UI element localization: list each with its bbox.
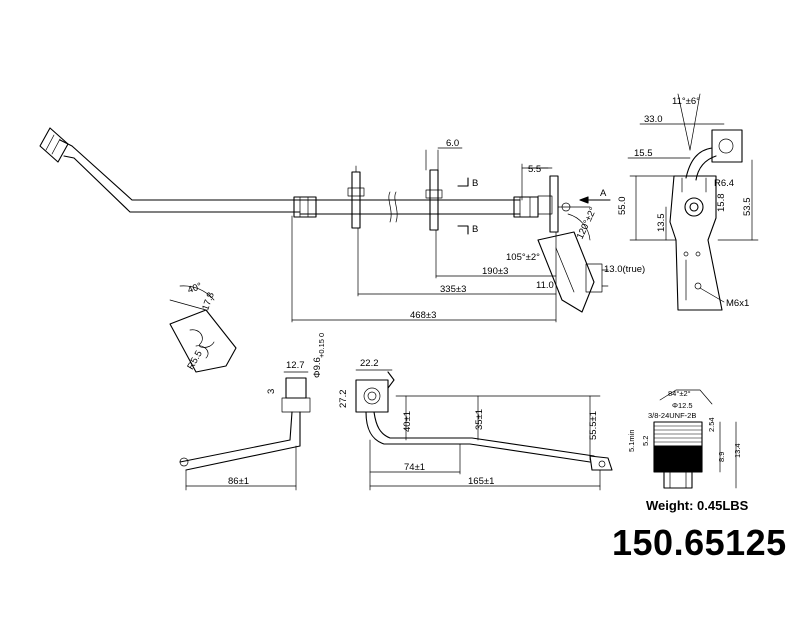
dim-468: 468±3	[410, 310, 436, 321]
section-label-b-bottom: B	[472, 224, 478, 235]
dim-5-1-min: 5.1min	[627, 429, 636, 452]
dim-11-0: 11.0	[536, 280, 554, 291]
dim-86: 86±1	[228, 476, 249, 487]
dim-17-8: 17.8	[200, 291, 217, 312]
dim-8-9: 8.9	[717, 452, 726, 462]
dim-27-2: 27.2	[338, 390, 349, 409]
section-label-b-top: B	[472, 178, 478, 189]
dim-5-2: 5.2	[641, 436, 650, 446]
end-detail-view: 40° 17.8 R5.5	[169, 281, 237, 373]
dim-6-0: 6.0	[446, 138, 459, 149]
hose-clip-2	[425, 147, 463, 231]
dim-53-5: 53.5	[742, 198, 753, 217]
dim-tolerance: +0.15 0	[317, 333, 326, 358]
dim-40: 40±1	[402, 411, 413, 432]
section-marker-b: B B	[457, 177, 478, 235]
dim-74: 74±1	[404, 462, 425, 473]
left-end-fitting	[39, 127, 69, 163]
dim-335: 335±3	[440, 284, 466, 295]
dim-15-5: 15.5	[634, 148, 653, 159]
dim-12-7: 12.7	[286, 360, 305, 371]
weight-label: Weight: 0.45LBS	[646, 498, 749, 513]
dim-120-deg: 120°±2°	[575, 205, 599, 241]
dim-55-5: 55.5±1	[588, 411, 599, 440]
dim-5-5: 5.5	[528, 164, 541, 175]
dim-55-0: 55.0	[617, 197, 628, 216]
left-bottom-view: 12.7 Φ9.6 +0.15 0 3 86±1	[179, 333, 326, 491]
dim-thread: 3/8-24UNF-2B	[648, 411, 696, 420]
dim-40-deg: 40°	[186, 281, 203, 296]
dim-13-5: 13.5	[656, 214, 667, 233]
middle-bottom-view: 22.2 27.2 40±1 35±1 55.5±1 74±1 165±1	[338, 358, 613, 491]
main-hose-view: A B B 6.0 5.5 190±3 335±3 468±3	[39, 127, 645, 323]
part-number: 150.65125	[612, 522, 787, 563]
dim-phi-9-6: Φ9.6	[312, 357, 323, 378]
main-dimensions: 6.0 5.5 190±3 335±3 468±3 11.0 105°±2° 1…	[291, 138, 645, 323]
hose-clip-1	[347, 165, 365, 229]
hose-body	[59, 139, 539, 223]
view-arrow-a: A	[579, 188, 611, 204]
dim-r5-5: R5.5	[185, 349, 205, 372]
dim-22-2: 22.2	[360, 358, 379, 369]
dim-35: 35±1	[474, 409, 485, 430]
dim-105-deg: 105°±2°	[506, 252, 540, 263]
bracket-view: 11°±6° 33.0 15.5 R6.4 55.0 13.5 15.8 53.…	[617, 93, 759, 311]
dim-2-54: 2.54	[707, 417, 716, 432]
dim-3: 3	[266, 389, 277, 394]
dim-m6x1: M6x1	[726, 298, 749, 309]
dim-15-8: 15.8	[716, 194, 727, 213]
fitting-detail-view: 84°±2° Φ12.5 3/8-24UNF-2B 5.1min 5.2 2.5…	[627, 389, 742, 489]
dim-r6-4: R6.4	[714, 178, 734, 189]
view-label-a: A	[600, 188, 607, 199]
angled-end-fitting	[537, 231, 609, 313]
dim-angle-11: 11°±6°	[672, 96, 700, 107]
dim-165: 165±1	[468, 476, 494, 487]
dim-84-deg: 84°±2°	[668, 389, 691, 398]
dim-33-0: 33.0	[644, 114, 663, 125]
dim-190: 190±3	[482, 266, 508, 277]
dim-13-true: 13.0(true)	[604, 264, 645, 275]
dim-phi-12-5: Φ12.5	[672, 401, 693, 410]
dim-13-4: 13.4	[733, 443, 742, 458]
